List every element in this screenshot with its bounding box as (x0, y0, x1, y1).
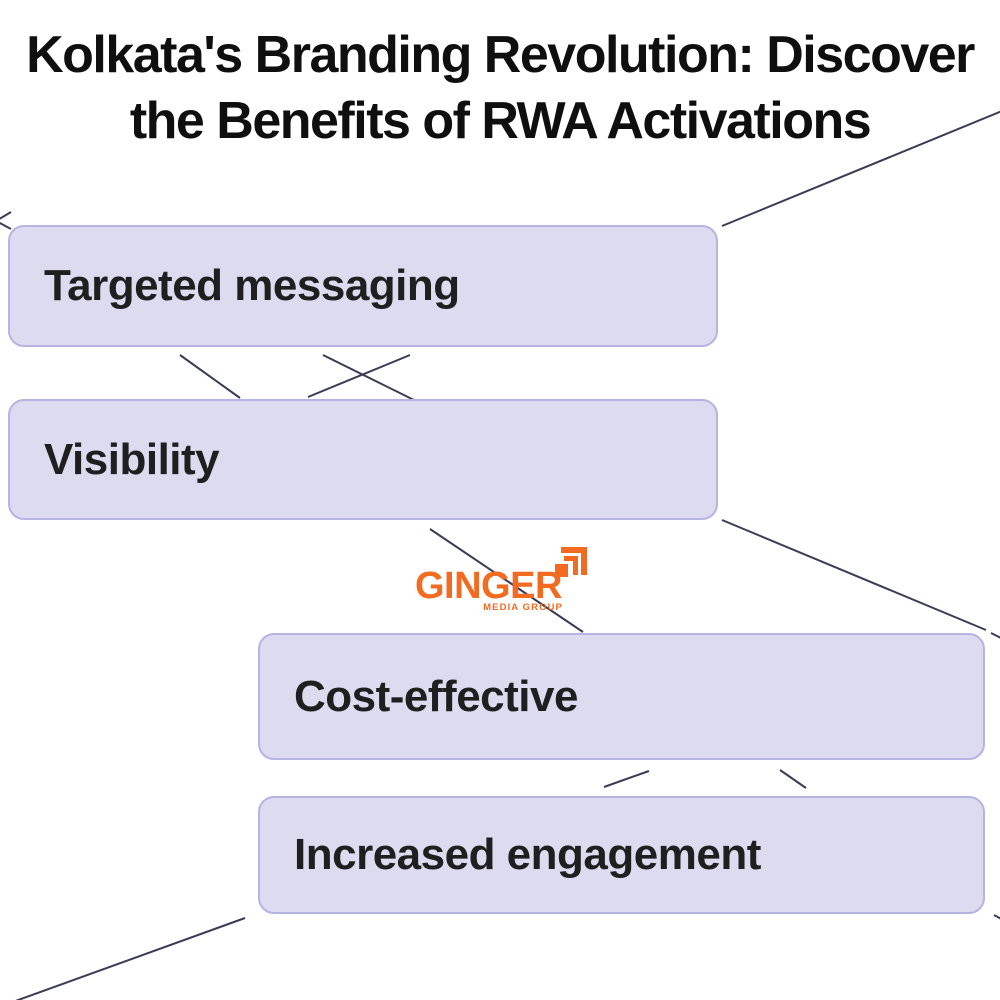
connector-line-chevron-left (603, 770, 650, 788)
connector-line-chevron-right (779, 769, 807, 789)
benefit-label-cost-effective: Cost-effective (294, 671, 578, 721)
page-title: Kolkata's Branding Revolution: Discover … (0, 22, 1000, 154)
logo-tagline: MEDIA GROUP (483, 602, 563, 613)
logo-wordmark: GINGER (415, 565, 562, 607)
benefit-box-increased-engagement: Increased engagement (258, 796, 985, 914)
connector-line-cross-b (307, 354, 411, 398)
connector-fragment-left-edge-b (0, 222, 12, 230)
ginger-media-group-logo: GINGER MEDIA GROUP (415, 545, 587, 615)
title-line-1: Kolkata's Branding Revolution: Discover (26, 26, 975, 84)
connector-line-left-short (179, 354, 241, 399)
connector-fragment-right-edge-a (990, 632, 1000, 639)
benefit-box-targeted-messaging: Targeted messaging (8, 225, 718, 347)
connector-line-cross-a (322, 354, 419, 403)
connector-fragment-right-edge-b (993, 914, 1000, 920)
connector-line-bottom-left (15, 917, 246, 1000)
title-line-2: the Benefits of RWA Activations (129, 92, 872, 151)
benefit-label-visibility: Visibility (44, 434, 220, 484)
connector-fragment-left-edge-a (0, 211, 12, 220)
benefit-label-targeted-messaging: Targeted messaging (44, 261, 460, 310)
benefit-box-cost-effective: Cost-effective (258, 633, 985, 760)
benefit-box-visibility: Visibility (8, 399, 718, 520)
benefit-label-increased-engagement: Increased engagement (294, 830, 761, 879)
connector-line-mid-right (721, 519, 987, 631)
